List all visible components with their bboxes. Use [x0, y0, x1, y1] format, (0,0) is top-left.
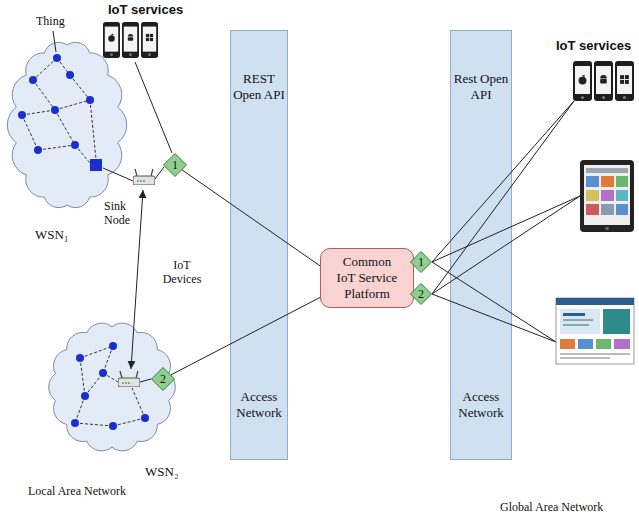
node-text: Access Network	[452, 389, 510, 422]
callout-number: 1	[410, 251, 432, 273]
section-heading: IoT services	[556, 38, 631, 54]
sensor-links	[75, 346, 145, 426]
leader-line	[53, 31, 56, 52]
port-diamond: 1	[410, 251, 432, 273]
sink-router-link	[103, 168, 133, 181]
router-icon	[118, 371, 140, 387]
service-link	[135, 62, 172, 153]
gateway-diamond: 2	[151, 367, 175, 391]
link-label: IoT Devices	[156, 258, 208, 287]
section-heading: IoT services	[108, 2, 183, 18]
link-label: IoT Devices	[156, 258, 208, 287]
device-arrow	[131, 190, 143, 369]
sink-node-square	[90, 159, 102, 171]
network-name: WSN₂	[145, 464, 178, 480]
web-page-icon	[556, 298, 634, 364]
service-links	[432, 101, 580, 342]
part-label: Sink Node	[104, 199, 138, 228]
callout-number: 2	[410, 283, 432, 305]
part-label: Sink Node	[104, 199, 138, 228]
node-text: Access Network	[232, 389, 286, 422]
cloud-outline	[5, 35, 130, 215]
sensor-links	[22, 58, 96, 163]
network-link	[171, 297, 320, 374]
tablet-icon	[580, 160, 634, 232]
access-network-band: REST Open API Access Network	[230, 30, 288, 460]
region-label: Local Area Network	[28, 484, 126, 498]
region-label: Local Area Network	[28, 484, 126, 498]
part-label: Thing	[36, 14, 65, 28]
gateway-diamond: 1	[163, 153, 187, 177]
phone-icons	[103, 22, 158, 58]
access-network-band: Rest Open API Access Network	[450, 30, 512, 460]
region-label: Global Area Network	[500, 500, 603, 514]
network-name: WSN₁	[35, 227, 68, 243]
router-gateway-link	[140, 379, 151, 382]
router-gateway-link	[155, 167, 164, 179]
node-text: Rest Open API	[452, 71, 510, 104]
network-link	[182, 170, 320, 266]
sensor-network-cloud: WSN₂	[45, 318, 180, 480]
section-heading: IoT services	[556, 38, 631, 54]
phone-icons	[573, 61, 634, 101]
node-text: Common IoT Service Platform	[334, 254, 400, 303]
sensor-dots	[71, 342, 149, 430]
port-diamond: 2	[410, 283, 432, 305]
region-label: Global Area Network	[500, 500, 603, 514]
callout-number: 2	[151, 367, 175, 391]
node-text: REST Open API	[232, 71, 286, 104]
sensor-dots	[18, 54, 94, 154]
section-heading: IoT services	[108, 2, 183, 18]
callout-number: 1	[163, 153, 187, 177]
part-label: Thing	[36, 14, 65, 28]
router-icon	[133, 169, 155, 185]
platform-box: Common IoT Service Platform	[320, 248, 414, 309]
